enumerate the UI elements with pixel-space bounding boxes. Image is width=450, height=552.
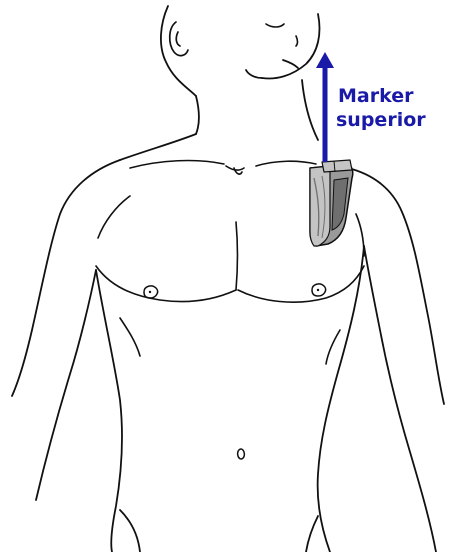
neck-outline <box>120 80 318 160</box>
left-nipple-icon <box>144 286 158 298</box>
navel-icon <box>238 449 245 459</box>
torso-outline <box>12 160 444 552</box>
up-arrow-icon <box>316 52 334 162</box>
head-outline <box>161 6 320 96</box>
mouth-icon <box>266 24 298 46</box>
marker-label-line2: superior <box>336 109 426 131</box>
ear-icon <box>170 22 188 56</box>
marker-label-line1: Marker <box>338 85 414 107</box>
wearable-sensor-icon <box>310 160 353 246</box>
right-nipple-icon <box>312 284 326 296</box>
